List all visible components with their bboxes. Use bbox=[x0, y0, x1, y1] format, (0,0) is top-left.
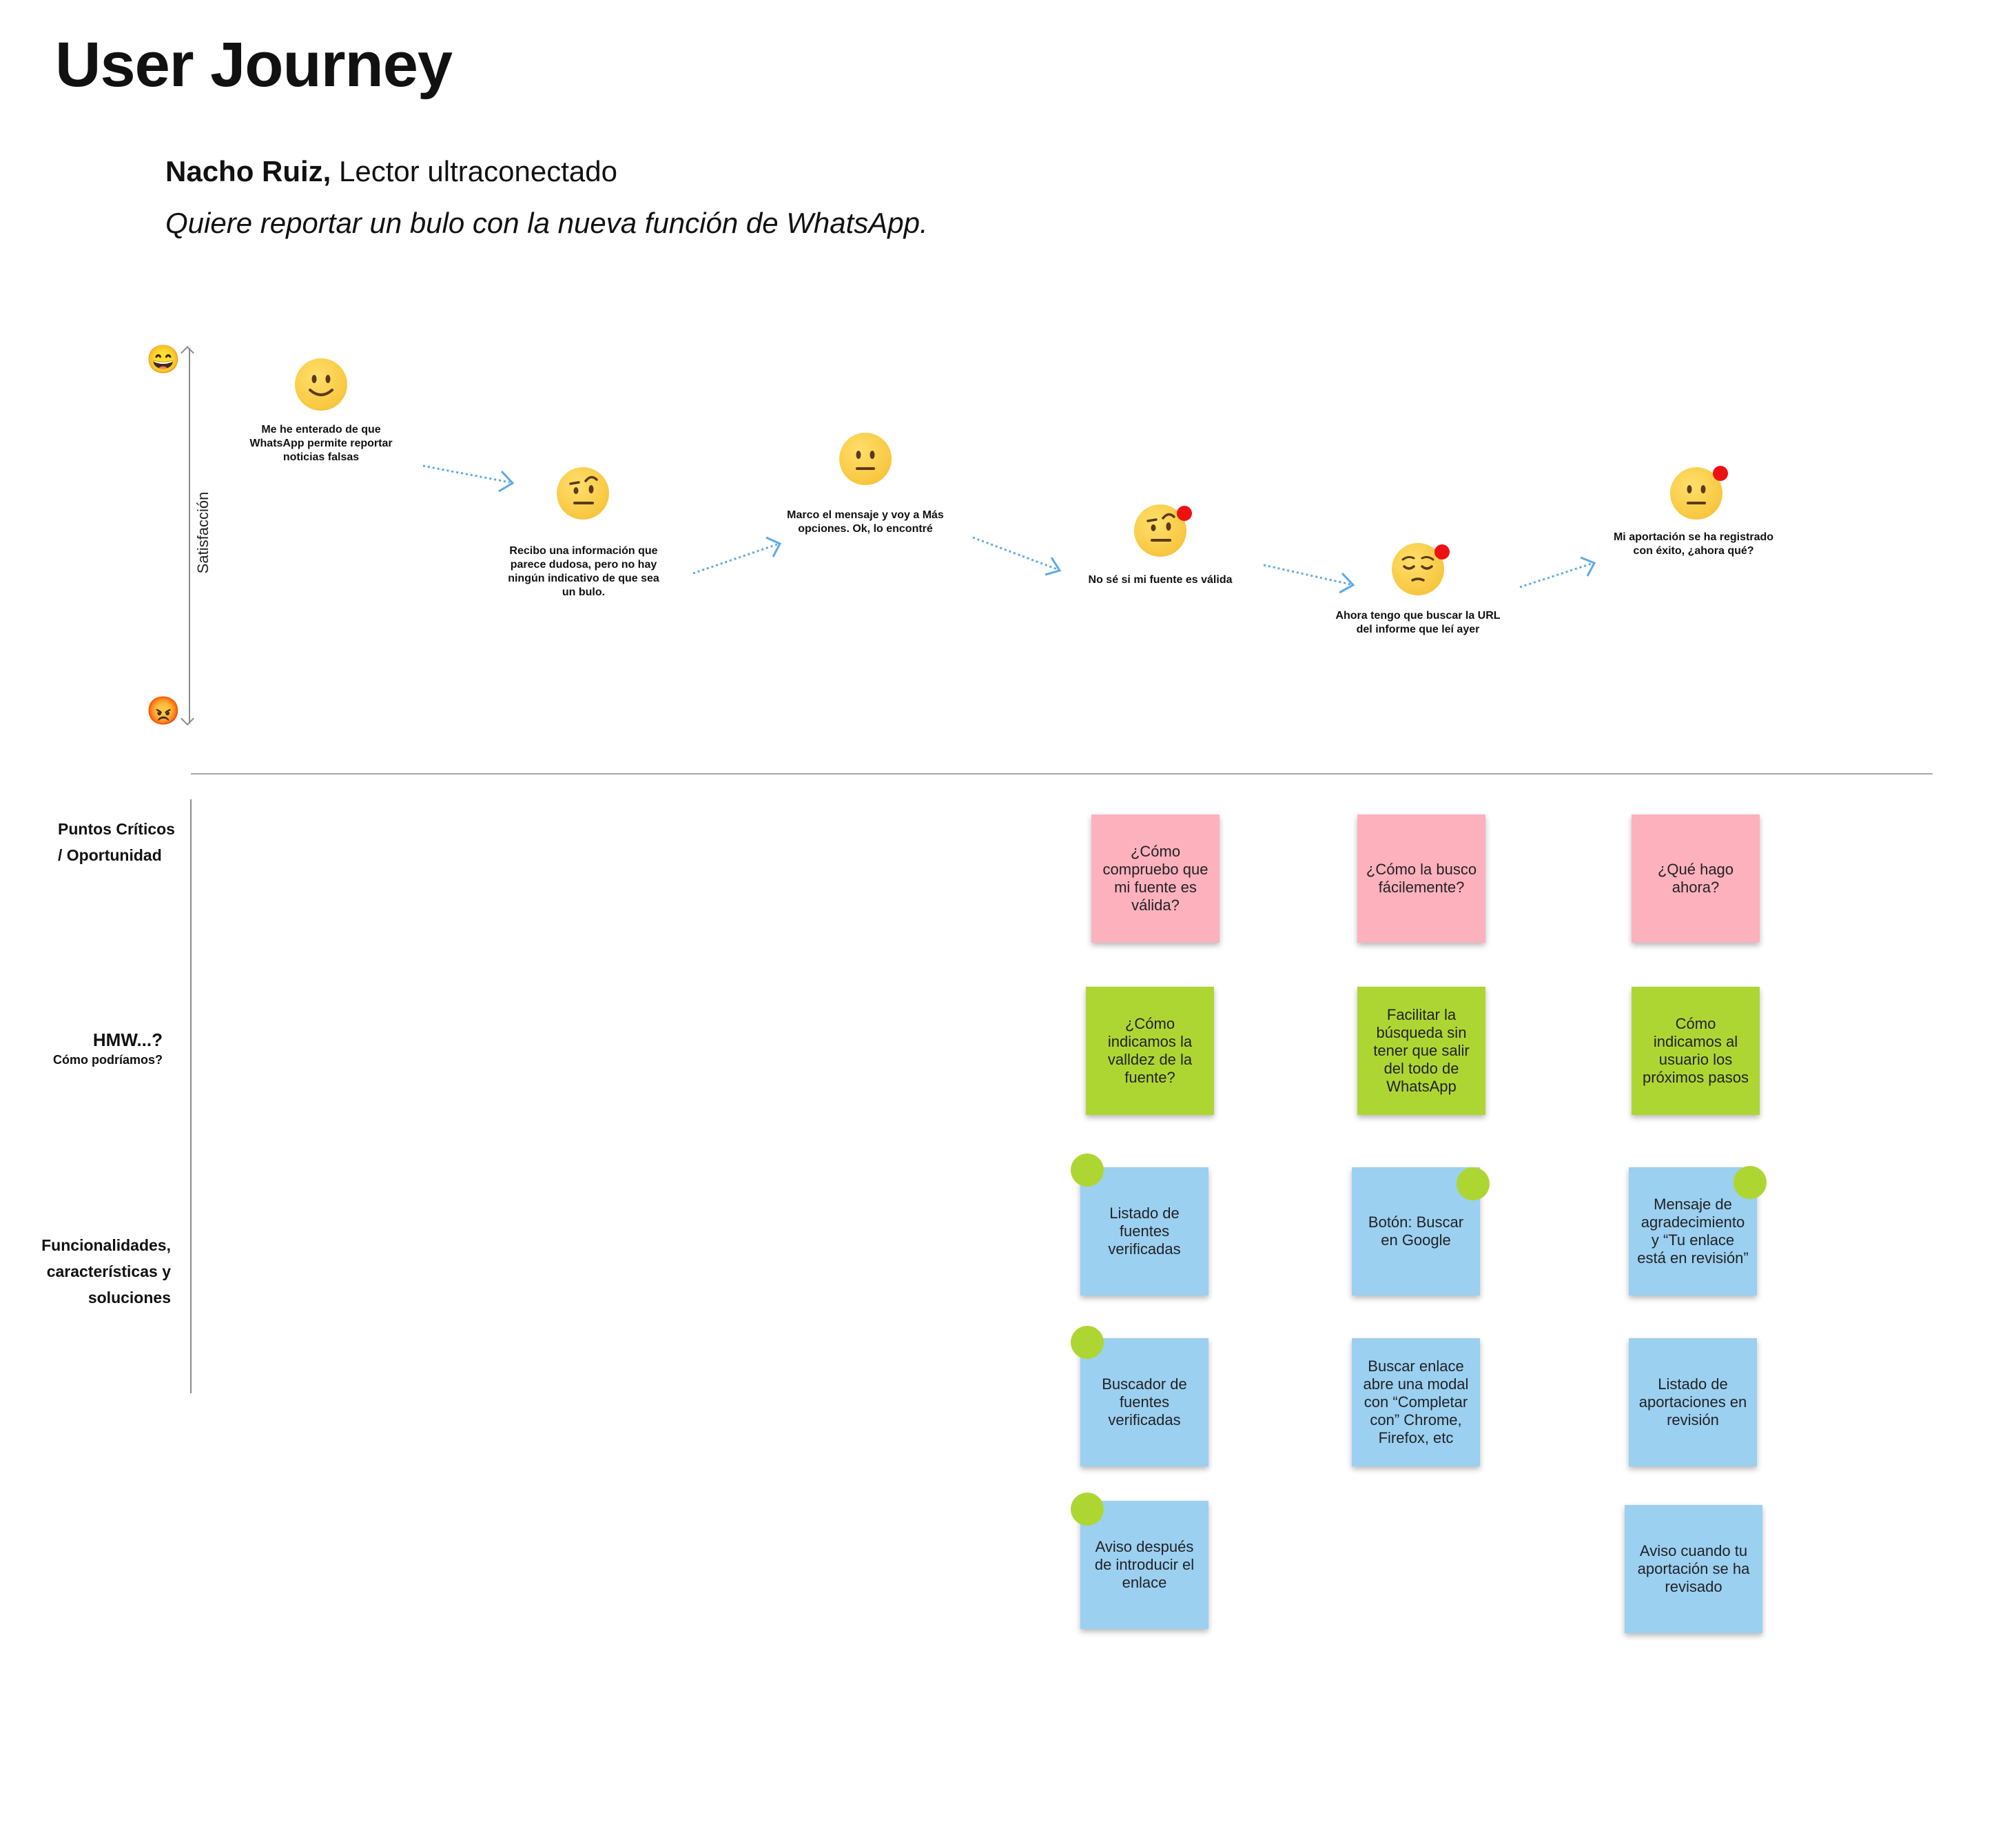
feature-note: Listado de aportaciones en revisión bbox=[1629, 1338, 1757, 1466]
flow-arrow-2 bbox=[692, 536, 782, 575]
satisfaction-axis bbox=[189, 348, 190, 724]
critical-note: ¿Qué hago ahora? bbox=[1632, 815, 1760, 943]
hmw-note: ¿Cómo indicamos la valldez de la fuente? bbox=[1086, 987, 1214, 1115]
persona: Nacho Ruiz, Lector ultraconectado bbox=[165, 154, 617, 189]
hmw-note: Facilitar la búsqueda sin tener que sali… bbox=[1357, 987, 1485, 1115]
vote-dot-icon bbox=[1734, 1166, 1767, 1199]
step-1-text: Me he enterado de que WhatsApp permite r… bbox=[249, 424, 393, 463]
step-2-text: Recibo una información que parece dudosa… bbox=[508, 545, 659, 598]
step-5-text: Ahora tengo que buscar la URL del inform… bbox=[1335, 610, 1501, 635]
flow-arrow-3 bbox=[972, 536, 1062, 576]
neutral-face-icon bbox=[839, 433, 892, 485]
row-label-critical: Puntos Críticos / Oportunidad bbox=[58, 820, 175, 864]
hmw-note: Cómo indicamos al usuario los próximos p… bbox=[1632, 987, 1760, 1115]
critical-note: ¿Cómo compruebo que mi fuente es válida? bbox=[1091, 815, 1220, 943]
feature-note: Aviso cuando tu aportación se ha revisad… bbox=[1625, 1505, 1762, 1633]
section-divider bbox=[191, 773, 1933, 775]
feature-note: Buscador de fuentes verificadas bbox=[1080, 1338, 1208, 1466]
grinning-face-icon: 😄 bbox=[146, 345, 181, 375]
flow-arrows bbox=[422, 464, 1596, 594]
feature-note: Aviso después de introducir el enlace bbox=[1080, 1501, 1208, 1629]
flow-arrow-5 bbox=[1519, 556, 1596, 588]
vote-dot-icon bbox=[1457, 1167, 1490, 1200]
vote-dot-icon bbox=[1071, 1326, 1104, 1359]
feature-note: Listado de fuentes verificadas bbox=[1080, 1167, 1208, 1295]
row-label-hmw: HMW...? Cómo podríamos? bbox=[52, 1029, 163, 1067]
flow-arrow-4 bbox=[1263, 564, 1355, 594]
vote-dot-icon bbox=[1071, 1154, 1104, 1187]
alert-dot-icon bbox=[1713, 466, 1728, 481]
smiling-face-icon bbox=[295, 358, 347, 411]
row-label-features: Funcionalidades, características y soluc… bbox=[41, 1236, 171, 1307]
step-4-text: No sé si mi fuente es válida bbox=[1088, 574, 1233, 586]
rows-axis bbox=[190, 799, 192, 1393]
vote-dot-icon bbox=[1071, 1493, 1104, 1526]
critical-note: ¿Cómo la busco fácilemente? bbox=[1357, 815, 1485, 943]
angry-face-icon: 😡 bbox=[146, 696, 181, 726]
page-title: User Journey bbox=[55, 30, 453, 100]
raised-eyebrow-face-icon bbox=[557, 467, 609, 520]
step-6-text: Mi aportación se ha registrado con éxito… bbox=[1613, 531, 1774, 557]
persona-goal: Quiere reportar un bulo con la nueva fun… bbox=[165, 207, 928, 239]
step-3-text: Marco el mensaje y voy a Más opciones. O… bbox=[787, 509, 944, 535]
flow-arrow-1 bbox=[422, 464, 515, 493]
alert-dot-icon bbox=[1177, 506, 1192, 521]
feature-note: Buscar enlace abre una modal con “Comple… bbox=[1352, 1338, 1480, 1466]
persona-name: Nacho Ruiz, bbox=[165, 155, 331, 187]
persona-role: Lector ultraconectado bbox=[339, 155, 617, 187]
alert-dot-icon bbox=[1434, 544, 1450, 560]
